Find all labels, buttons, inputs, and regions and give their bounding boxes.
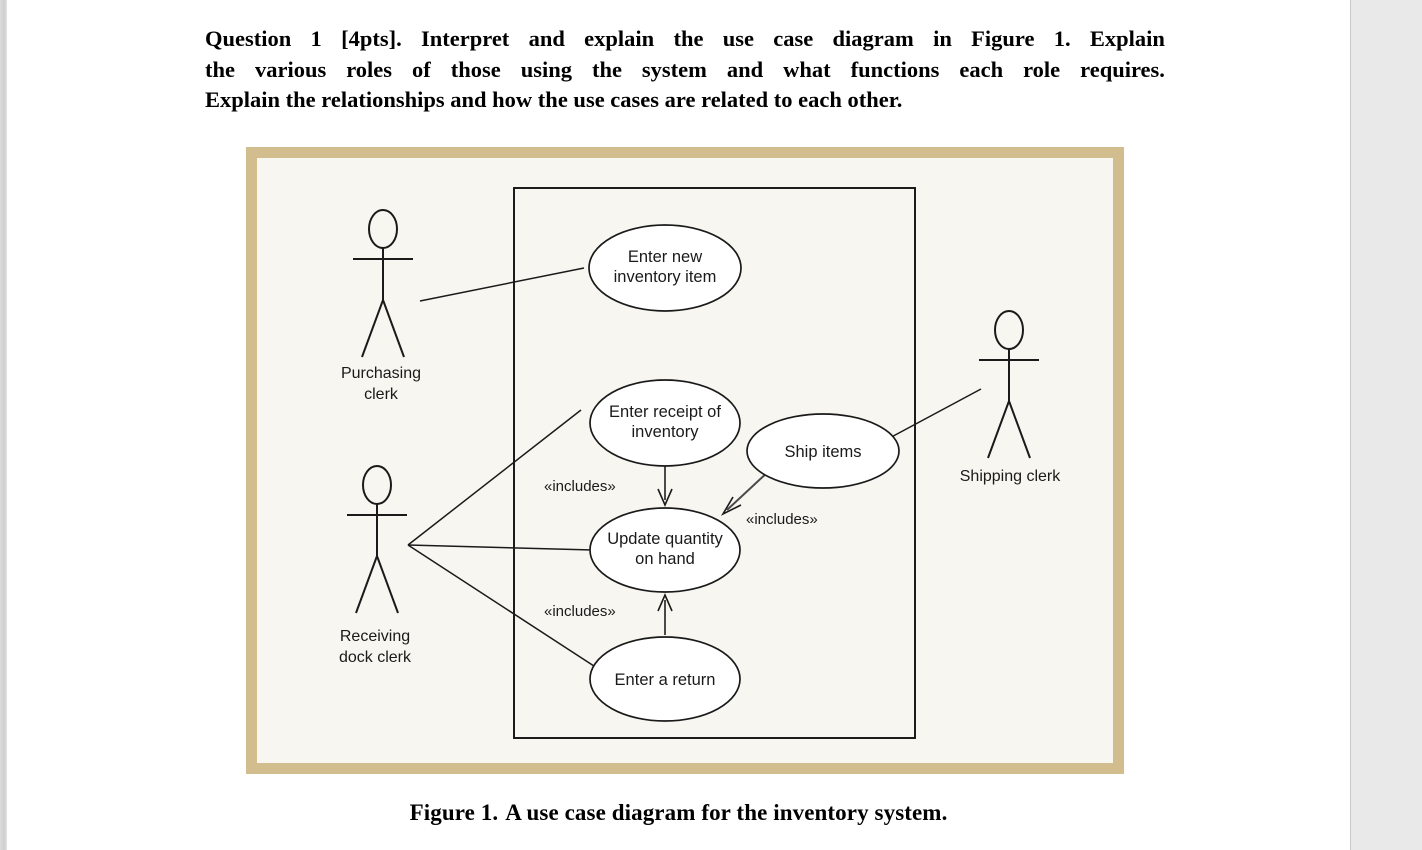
page-left-gutter bbox=[0, 0, 7, 850]
actor-left-leg-line bbox=[361, 299, 384, 358]
question-word: what bbox=[783, 56, 831, 82]
use-case-label-line2: on hand bbox=[635, 550, 695, 568]
use-case-ship-items[interactable]: Ship items bbox=[746, 413, 900, 489]
use-case-label-line1: Enter a return bbox=[615, 671, 716, 689]
question-line-3-text: Explain the relationships and how the us… bbox=[205, 87, 903, 112]
actor-head-icon bbox=[362, 465, 392, 505]
include-label-ship-to-update: «includes» bbox=[746, 511, 818, 528]
question-word: case bbox=[773, 26, 814, 51]
include-arrowhead-receipt-to-update bbox=[657, 488, 673, 507]
actor-head-icon bbox=[994, 310, 1024, 350]
question-word: using bbox=[520, 56, 572, 82]
question-word: Figure bbox=[971, 26, 1035, 51]
question-word: explain bbox=[584, 26, 655, 51]
use-case-enter-receipt-of-inventory[interactable]: Enter receipt of inventory bbox=[589, 379, 741, 467]
use-case-label-line1: Enter new bbox=[628, 248, 702, 266]
association-receiving-dock-clerk-to-enter-a-return bbox=[407, 544, 598, 669]
actor-receiving-dock-clerk[interactable]: Receiving dock clerk bbox=[339, 465, 412, 666]
use-case-diagram: «includes» «includes» «includes» Enter n… bbox=[339, 187, 1062, 739]
question-word: various bbox=[254, 56, 327, 82]
figure-caption-text: A use case diagram for the inventory sys… bbox=[505, 800, 948, 825]
question-word: 1 bbox=[310, 26, 322, 51]
use-case-enter-a-return[interactable]: Enter a return bbox=[589, 636, 741, 722]
question-word: the bbox=[673, 26, 704, 51]
use-case-label-line2: inventory item bbox=[614, 268, 717, 286]
association-receiving-dock-clerk-to-update-quantity-on-hand bbox=[407, 544, 594, 551]
question-word: the bbox=[205, 56, 235, 82]
question-word: Explain bbox=[1089, 26, 1165, 51]
include-label-return-to-update: «includes» bbox=[544, 603, 616, 620]
question-word: functions bbox=[850, 56, 940, 82]
use-case-label-line1: Ship items bbox=[784, 443, 861, 461]
use-case-ellipse bbox=[589, 507, 741, 593]
actor-left-leg-line bbox=[987, 400, 1010, 459]
use-case-label-line2: inventory bbox=[632, 423, 700, 441]
use-case-label-line1: Enter receipt of bbox=[609, 403, 721, 421]
actor-purchasing-clerk[interactable]: Purchasing clerk bbox=[341, 209, 421, 403]
page-right-gutter bbox=[1351, 0, 1422, 850]
figure-caption-number: Figure 1. bbox=[409, 800, 499, 825]
association-shipping-clerk-to-ship-items bbox=[883, 388, 982, 442]
use-case-ellipse bbox=[746, 413, 900, 489]
question-line-3: Explain the relationships and how the us… bbox=[205, 85, 1165, 116]
association-receiving-dock-clerk-to-enter-receipt-of-inventory bbox=[407, 409, 582, 546]
question-word: [4pts]. bbox=[341, 26, 402, 51]
actor-label-line2: clerk bbox=[364, 386, 399, 403]
use-case-ellipse bbox=[589, 379, 741, 467]
actor-label-line1: Purchasing bbox=[341, 365, 421, 382]
figure-caption: Figure 1.A use case diagram for the inve… bbox=[7, 800, 1350, 826]
question-word: use bbox=[722, 26, 754, 51]
question-word: and bbox=[726, 56, 764, 82]
include-arrowhead-ship-to-update bbox=[720, 496, 742, 516]
question-word: 1. bbox=[1053, 26, 1071, 51]
question-word: role bbox=[1023, 56, 1061, 82]
question-word: Question bbox=[205, 26, 292, 51]
actor-left-leg-line bbox=[355, 555, 378, 614]
actor-label-line2: dock clerk bbox=[339, 649, 412, 666]
use-case-label-line1: Update quantity bbox=[607, 530, 723, 548]
include-label-receipt-to-update: «includes» bbox=[544, 478, 616, 495]
question-word: each bbox=[959, 56, 1004, 82]
actor-right-leg-line bbox=[376, 555, 399, 614]
question-word: requires. bbox=[1080, 56, 1165, 82]
include-arrowhead-return-to-update bbox=[657, 593, 673, 612]
use-case-update-quantity-on-hand[interactable]: Update quantity on hand bbox=[589, 507, 741, 593]
use-case-ellipse bbox=[588, 224, 742, 312]
actor-label-line1: Receiving bbox=[340, 628, 410, 645]
question-word: in bbox=[933, 26, 952, 51]
question-word: system bbox=[641, 56, 707, 82]
actor-head-icon bbox=[368, 209, 398, 249]
actor-right-leg-line bbox=[1008, 400, 1031, 459]
question-word: and bbox=[528, 26, 565, 51]
actor-label-line1: Shipping clerk bbox=[960, 468, 1062, 485]
figure-canvas: «includes» «includes» «includes» Enter n… bbox=[257, 158, 1113, 763]
association-purchasing-clerk-to-enter-new-inventory-item bbox=[419, 267, 585, 302]
question-word: of bbox=[412, 56, 431, 82]
question-word: the bbox=[591, 56, 622, 82]
question-word: roles bbox=[346, 56, 393, 82]
question-word: those bbox=[450, 56, 501, 82]
question-word: diagram bbox=[832, 26, 914, 51]
use-case-ellipse bbox=[589, 636, 741, 722]
figure-frame: «includes» «includes» «includes» Enter n… bbox=[246, 147, 1124, 774]
actor-shipping-clerk[interactable]: Shipping clerk bbox=[960, 310, 1062, 485]
question-word: Interpret bbox=[420, 26, 510, 51]
actor-right-leg-line bbox=[382, 299, 405, 358]
use-case-enter-new-inventory-item[interactable]: Enter new inventory item bbox=[588, 224, 742, 312]
